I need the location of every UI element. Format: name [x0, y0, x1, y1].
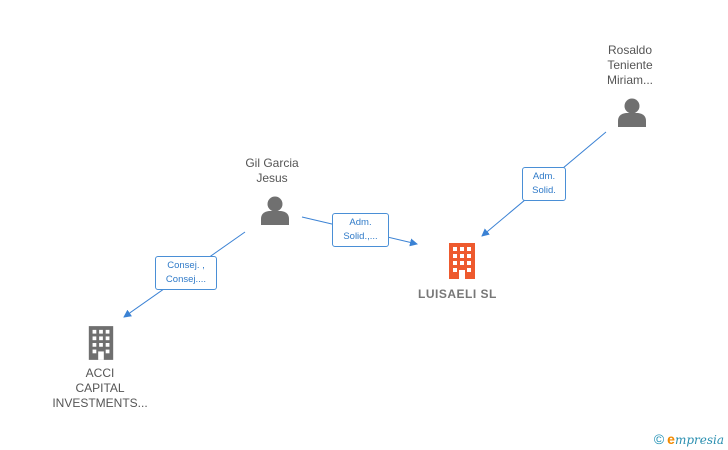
- footer-brand: © empresia: [654, 431, 724, 447]
- gil-name-line-2: Jesus: [256, 171, 288, 185]
- edge-label-line-1: Adm.: [349, 217, 372, 228]
- brand-initial: e: [667, 431, 675, 447]
- acci-name-line-1: ACCI: [85, 366, 115, 380]
- rosaldo-name-line-2: Teniente: [607, 58, 653, 72]
- edge-label-rosaldo-luisaeli[interactable]: Adm. Solid.: [522, 167, 566, 201]
- brand-name: mpresia: [674, 433, 724, 447]
- copyright-icon: ©: [653, 431, 665, 447]
- acci-name-line-3: INVESTMENTS...: [52, 396, 148, 410]
- rosaldo-name-line-1: Rosaldo: [607, 43, 653, 57]
- edge-label-line-1: Consej. ,: [167, 260, 205, 271]
- gil-name[interactable]: Gil Garcia Jesus: [222, 156, 322, 186]
- building-icon[interactable]: [446, 243, 478, 279]
- edge-label-gil-luisaeli[interactable]: Adm. Solid.,...: [332, 213, 389, 247]
- brand-logo[interactable]: empresia: [667, 431, 724, 447]
- building-icon[interactable]: [86, 326, 116, 360]
- edge-label-gil-acci[interactable]: Consej. , Consej....: [155, 256, 217, 290]
- person-icon[interactable]: [259, 195, 291, 225]
- edge-label-line-1: Adm.: [532, 171, 556, 182]
- luisaeli-name[interactable]: LUISAELI SL: [418, 287, 497, 301]
- edge-label-line-2: Consej....: [165, 274, 207, 285]
- person-icon[interactable]: [616, 97, 648, 127]
- rosaldo-name[interactable]: Rosaldo Teniente Miriam...: [580, 43, 680, 88]
- acci-name[interactable]: ACCI CAPITAL INVESTMENTS...: [44, 366, 156, 411]
- rosaldo-name-line-3: Miriam...: [607, 73, 653, 87]
- acci-name-line-2: CAPITAL: [75, 381, 125, 395]
- edge-label-line-2: Solid.: [532, 185, 556, 196]
- gil-name-line-1: Gil Garcia: [245, 156, 299, 170]
- edge-label-line-2: Solid.,...: [343, 231, 378, 242]
